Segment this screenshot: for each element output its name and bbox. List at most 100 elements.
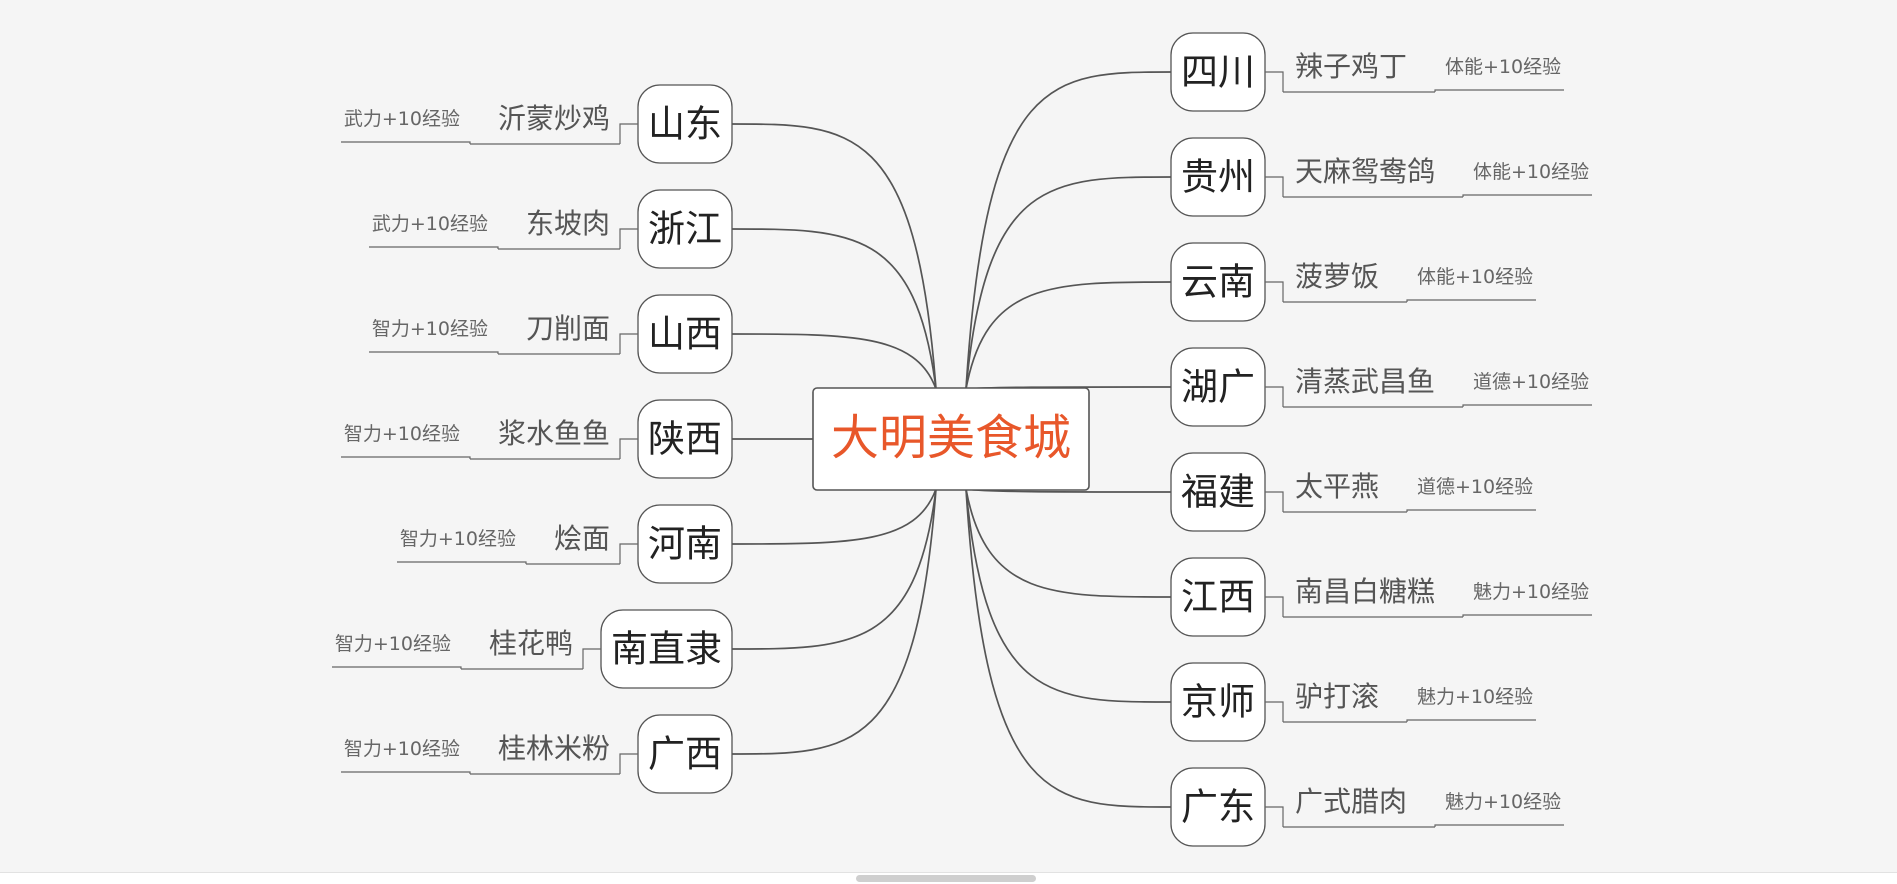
bonus-underline bbox=[369, 351, 499, 354]
branch-line bbox=[965, 71, 1172, 390]
province-label: 浙江 bbox=[648, 208, 722, 251]
province-node-right-3[interactable]: 湖广 清蒸武昌鱼 道德+10经验 bbox=[1170, 347, 1592, 427]
dish-label: 天麻鸳鸯鸽 bbox=[1295, 155, 1435, 188]
branch-line bbox=[965, 281, 1172, 390]
bonus-label: 体能+10经验 bbox=[1445, 56, 1561, 78]
province-label: 福建 bbox=[1181, 471, 1255, 514]
province-node-left-2[interactable]: 山西 刀削面 智力+10经验 bbox=[369, 294, 733, 374]
province-node-left-1[interactable]: 浙江 东坡肉 武力+10经验 bbox=[369, 189, 733, 269]
branch-line bbox=[965, 488, 1172, 808]
branch-line bbox=[731, 123, 937, 390]
province-node-right-2[interactable]: 云南 菠萝饭 体能+10经验 bbox=[1170, 242, 1536, 322]
dish-connector bbox=[1265, 596, 1284, 617]
dish-connector bbox=[582, 648, 601, 669]
branch-line bbox=[731, 228, 937, 390]
bonus-label: 智力+10经验 bbox=[344, 738, 460, 760]
bonus-label: 智力+10经验 bbox=[344, 423, 460, 445]
dish-label: 桂林米粉 bbox=[498, 732, 610, 765]
branch-line bbox=[965, 488, 1172, 598]
province-label: 山西 bbox=[648, 313, 722, 356]
mindmap-nodes: 山东沂蒙炒鸡武力+10经验浙江东坡肉武力+10经验山西刀削面智力+10经验陕西浆… bbox=[332, 32, 1592, 847]
province-label: 山东 bbox=[648, 103, 722, 146]
dish-connector bbox=[619, 228, 638, 249]
dish-label: 东坡肉 bbox=[526, 207, 610, 240]
province-label: 广西 bbox=[648, 733, 722, 776]
bonus-underline bbox=[1434, 824, 1564, 827]
province-node-right-1[interactable]: 贵州天麻鸳鸯鸽体能+10经验 bbox=[1170, 137, 1592, 217]
dish-label: 清蒸武昌鱼 bbox=[1295, 365, 1435, 398]
bonus-label: 魅力+10经验 bbox=[1417, 686, 1533, 708]
branch-line bbox=[965, 488, 1172, 703]
dish-label: 沂蒙炒鸡 bbox=[498, 102, 610, 135]
province-label: 江西 bbox=[1181, 576, 1255, 619]
center-topic-box bbox=[812, 387, 1090, 491]
dish-connector bbox=[1265, 491, 1284, 512]
bonus-underline bbox=[1406, 719, 1536, 722]
dish-label: 烩面 bbox=[554, 522, 610, 555]
dish-connector bbox=[619, 438, 638, 459]
province-label: 京师 bbox=[1181, 681, 1255, 724]
bonus-label: 智力+10经验 bbox=[372, 318, 488, 340]
dish-label: 太平燕 bbox=[1295, 470, 1379, 503]
province-node-left-0[interactable]: 山东 沂蒙炒鸡 武力+10经验 bbox=[341, 84, 733, 164]
dish-connector bbox=[619, 123, 638, 144]
bonus-label: 智力+10经验 bbox=[400, 528, 516, 550]
bonus-underline bbox=[1462, 614, 1592, 617]
bonus-label: 智力+10经验 bbox=[335, 633, 451, 655]
province-label: 广东 bbox=[1181, 786, 1255, 829]
branch-line bbox=[965, 176, 1172, 390]
province-label: 四川 bbox=[1181, 51, 1255, 94]
center-topic[interactable]: 大明美食城 bbox=[812, 387, 1090, 491]
dish-label: 刀削面 bbox=[526, 312, 610, 345]
province-node-right-5[interactable]: 江西 南昌白糖糕 魅力+10经验 bbox=[1170, 557, 1592, 637]
province-node-right-7[interactable]: 广东广式腊肉魅力+10经验 bbox=[1170, 767, 1564, 847]
province-node-left-6[interactable]: 广西 桂林米粉 智力+10经验 bbox=[341, 714, 733, 794]
bonus-label: 武力+10经验 bbox=[372, 213, 488, 235]
province-node-left-3[interactable]: 陕西 浆水鱼鱼 智力+10经验 bbox=[341, 399, 733, 479]
province-label: 南直隶 bbox=[611, 628, 722, 671]
province-label: 云南 bbox=[1181, 261, 1255, 304]
dish-connector bbox=[1265, 71, 1284, 92]
bonus-underline bbox=[1462, 404, 1592, 407]
province-node-left-5[interactable]: 南直隶 桂花鸭 智力+10经验 bbox=[332, 609, 733, 689]
province-node-right-6[interactable]: 京师 驴打滚 魅力+10经验 bbox=[1170, 662, 1536, 742]
dish-connector bbox=[1265, 806, 1284, 827]
province-node-right-0[interactable]: 四川 辣子鸡丁 体能+10经验 bbox=[1170, 32, 1564, 112]
bonus-underline bbox=[332, 666, 462, 669]
scrollbar-thumb[interactable] bbox=[856, 875, 1036, 882]
bonus-underline bbox=[369, 246, 499, 249]
center-topic-label: 大明美食城 bbox=[831, 410, 1071, 466]
branch-line bbox=[731, 488, 937, 755]
horizontal-scrollbar[interactable] bbox=[0, 872, 1897, 884]
bonus-underline bbox=[397, 561, 527, 564]
province-label: 陕西 bbox=[648, 418, 722, 461]
bonus-label: 武力+10经验 bbox=[344, 108, 460, 130]
bonus-underline bbox=[1462, 194, 1592, 197]
bonus-underline bbox=[341, 456, 471, 459]
bonus-label: 魅力+10经验 bbox=[1473, 581, 1589, 603]
bonus-underline bbox=[1406, 299, 1536, 302]
dish-label: 南昌白糖糕 bbox=[1295, 575, 1435, 608]
dish-label: 驴打滚 bbox=[1295, 680, 1379, 713]
dish-label: 桂花鸭 bbox=[489, 627, 573, 660]
dish-connector bbox=[619, 753, 638, 774]
province-label: 湖广 bbox=[1181, 366, 1255, 409]
bonus-label: 体能+10经验 bbox=[1417, 266, 1533, 288]
bonus-underline bbox=[341, 771, 471, 774]
bonus-underline bbox=[1406, 509, 1536, 512]
province-node-right-4[interactable]: 福建太平燕道德+10经验 bbox=[1170, 452, 1536, 532]
province-node-left-4[interactable]: 河南 烩面 智力+10经验 bbox=[397, 504, 733, 584]
dish-label: 浆水鱼鱼 bbox=[498, 417, 610, 450]
bonus-underline bbox=[341, 141, 471, 144]
province-label: 河南 bbox=[648, 523, 722, 566]
bonus-label: 道德+10经验 bbox=[1473, 371, 1589, 393]
bonus-label: 体能+10经验 bbox=[1473, 161, 1589, 183]
dish-connector bbox=[1265, 281, 1284, 302]
dish-label: 广式腊肉 bbox=[1295, 785, 1407, 818]
dish-connector bbox=[619, 333, 638, 354]
dish-label: 辣子鸡丁 bbox=[1295, 50, 1407, 83]
bonus-underline bbox=[1434, 89, 1564, 92]
dish-label: 菠萝饭 bbox=[1295, 260, 1379, 293]
dish-connector bbox=[619, 543, 638, 564]
